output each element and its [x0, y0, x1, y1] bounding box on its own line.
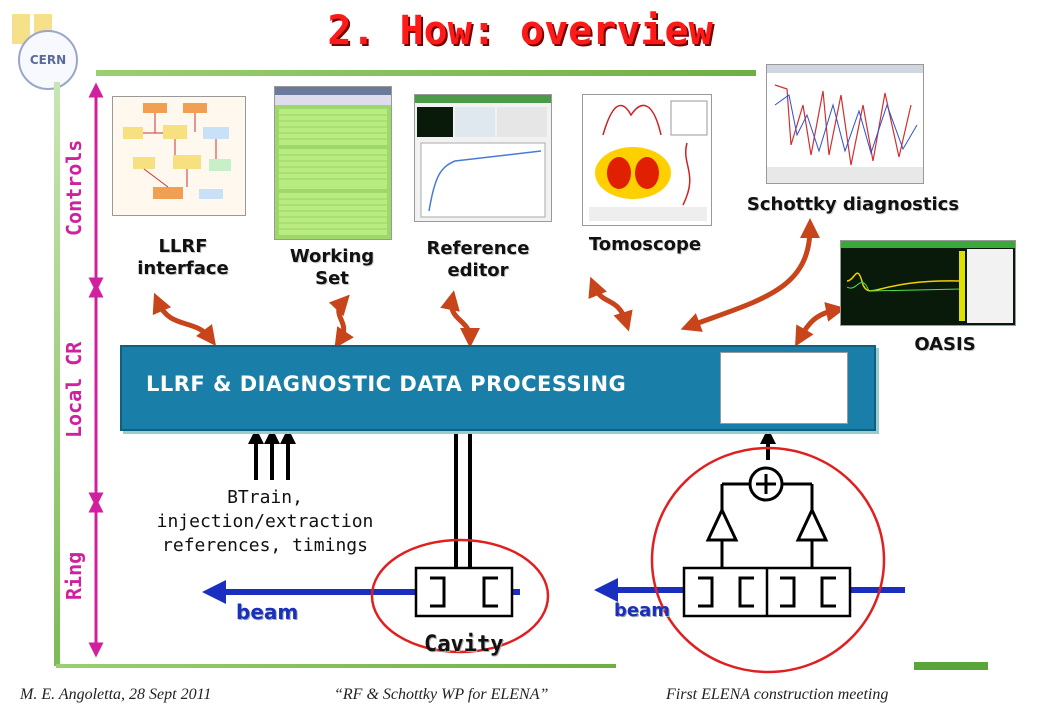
- cavity-box: [414, 566, 514, 618]
- page-title: 2. How: overview: [327, 8, 713, 54]
- cavity-circle: [370, 538, 550, 654]
- llrf-interface-thumbnail: [112, 96, 246, 216]
- oasis-arrow: [795, 302, 846, 347]
- caption-line: Set: [315, 268, 349, 289]
- bottom-rule: [56, 664, 616, 668]
- caption-line: Working: [289, 246, 375, 267]
- schottky-arrow: [680, 218, 820, 332]
- cern-logo: CERN: [18, 30, 78, 90]
- pickup-wires-top: [720, 482, 814, 510]
- ring-label: Ring: [62, 551, 86, 600]
- beam-label-left: beam: [236, 600, 299, 624]
- processing-box-label: LLRF & DIAGNOSTIC DATA PROCESSING: [146, 372, 627, 396]
- llrf-interface-arrow: [152, 292, 217, 346]
- footer-meeting: First ELENA construction meeting: [666, 686, 889, 703]
- tomoscope-arrow: [588, 276, 633, 332]
- caption-line: Reference: [426, 238, 530, 259]
- oasis-thumbnail: [840, 240, 1016, 326]
- amplifier-right: [795, 506, 829, 542]
- left-rule: [54, 82, 60, 666]
- reference-editor-thumbnail: [414, 94, 552, 222]
- description-line: injection/extraction: [156, 511, 374, 532]
- description-line: references, timings: [162, 535, 368, 556]
- footer-talk: “RF & Schottky WP for ELENA”: [334, 686, 549, 703]
- beam-label-right: beam: [614, 600, 670, 621]
- cavity-label: Cavity: [424, 632, 504, 657]
- caption-line: LLRF: [158, 236, 208, 257]
- amplifier-left: [705, 506, 739, 542]
- logo-decoration: [12, 14, 30, 44]
- schottky-thumbnail: [766, 64, 924, 184]
- description-line: BTrain,: [227, 487, 303, 508]
- processing-diagram-frame: [720, 352, 848, 424]
- bottom-accent: [914, 662, 988, 670]
- cavity-gap-left: [430, 576, 446, 608]
- plus-sign: [756, 474, 776, 494]
- working-set-arrow: [328, 294, 354, 349]
- working-set-thumbnail: [274, 86, 392, 240]
- oasis-caption: OASIS: [914, 334, 976, 355]
- pickup-circle: [650, 446, 886, 674]
- reference-editor-arrow: [440, 290, 480, 348]
- cavity-gap-right: [482, 576, 498, 608]
- top-rule: [96, 70, 756, 76]
- tomoscope-caption: Tomoscope: [588, 234, 702, 255]
- tomoscope-thumbnail: [582, 94, 712, 226]
- reference-editor-caption: Reference editor: [410, 238, 546, 282]
- local-cr-label: Local CR: [62, 341, 86, 438]
- footer-author: M. E. Angoletta, 28 Sept 2011: [20, 686, 212, 703]
- working-set-caption: Working Set: [270, 246, 394, 290]
- caption-line: editor: [447, 260, 509, 281]
- caption-line: interface: [137, 258, 229, 279]
- llrf-interface-caption: LLRF interface: [118, 236, 248, 280]
- schottky-caption: Schottky diagnostics: [746, 194, 960, 215]
- inputs-description: BTrain, injection/extraction references,…: [130, 486, 400, 558]
- pickup-electrodes: [698, 576, 836, 608]
- pickup-wires-bottom: [720, 540, 814, 568]
- controls-label: Controls: [62, 139, 86, 236]
